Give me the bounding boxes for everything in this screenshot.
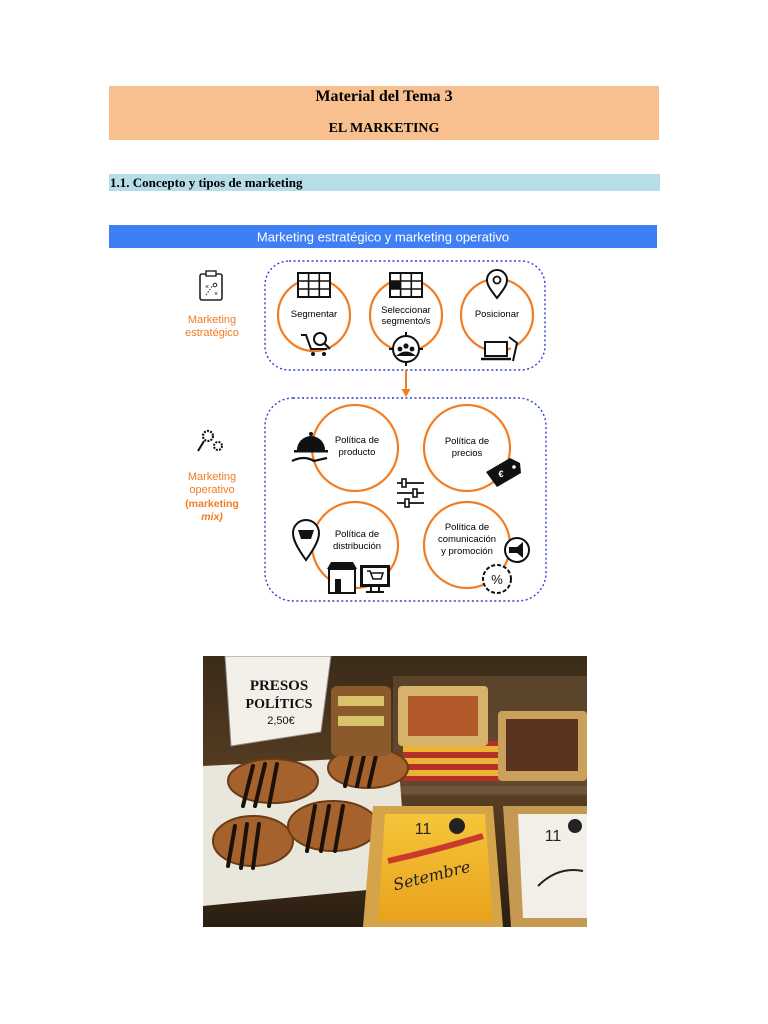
select-step: Seleccionar segmento/s [368,277,444,353]
communication-policy-line1: Política de [445,522,489,533]
segment-step-label: Segmentar [291,309,337,320]
marketing-diagram: Marketing estratégico y marketing operat… [109,225,657,602]
diagram-banner [109,225,657,248]
selected-grid-icon [389,272,423,298]
strategy-board-icon: × × [199,270,223,301]
document-title: Material del Tema 3 [315,88,453,105]
bakery-photo: PRESOS POLÍTICS 2,50€ 11 Setembre 11 [203,656,587,927]
product-policy-line1: Política de [335,435,379,446]
segment-step: Segmentar [276,277,352,353]
svg-text:€: € [498,469,503,479]
white-cake: 11 [503,806,587,927]
select-step-label-1: Seleccionar [381,305,431,316]
sign-line-2: POLÍTICS [246,695,313,712]
position-step-label: Posicionar [475,309,519,320]
section-heading: 1.1. Concepto y tipos de marketing [109,174,660,191]
product-policy-line2: producto [339,447,376,458]
svg-text:%: % [491,572,503,587]
flow-arrow-head [401,389,411,397]
communication-policy-line2: comunicación [438,534,496,545]
serving-cloche-icon [291,432,328,463]
orange-cake: 11 Setembre [363,806,503,927]
strategic-label-2: estratégico [185,327,239,339]
megaphone-icon [504,537,530,563]
svg-text:×: × [205,284,209,291]
price-policy-line2: precios [452,448,483,459]
distribution-policy-line1: Política de [335,529,379,540]
laptop-chart-icon [481,336,519,362]
discount-badge-icon: % [482,564,512,594]
select-step-label-2: segmento/s [381,316,430,327]
cake-number-2: 11 [545,828,562,845]
document-subtitle: EL MARKETING [328,121,440,136]
communication-policy: Política de comunicación y promoción [422,500,512,590]
sign-price: 2,50€ [267,715,295,727]
target-audience-icon [389,332,423,366]
strategic-container [264,260,546,371]
grid-icon [297,272,331,298]
cake-number-1: 11 [415,821,432,838]
operative-label-4: mix) [201,511,223,523]
location-pin-icon [485,269,509,300]
product-policy: Política de producto [310,403,400,493]
svg-text:×: × [214,291,218,298]
basket-pin-icon [291,519,321,562]
sign-line-1: PRESOS [250,678,308,694]
operative-label-3: (marketing [185,498,239,510]
storefront-icon [327,562,357,594]
strategic-label-1: Marketing [188,314,236,326]
diagram-banner-text: Marketing estratégico y marketing operat… [257,230,509,245]
price-policy: Política de precios [422,403,512,493]
price-policy-line1: Política de [445,436,489,447]
title-box: Material del Tema 3 EL MARKETING [109,86,659,140]
distribution-policy-line2: distribución [333,541,381,552]
communication-policy-line3: y promoción [441,546,493,557]
sliders-icon [397,478,424,508]
price-tag-icon: € [486,458,521,487]
gears-icon [197,429,223,452]
operative-label-1: Marketing [188,471,236,483]
operative-label-2: operativo [189,484,234,496]
market-search-icon [301,332,331,356]
online-shop-icon [360,565,390,593]
price-sign: PRESOS POLÍTICS 2,50€ [224,656,332,747]
operative-container [264,397,547,602]
